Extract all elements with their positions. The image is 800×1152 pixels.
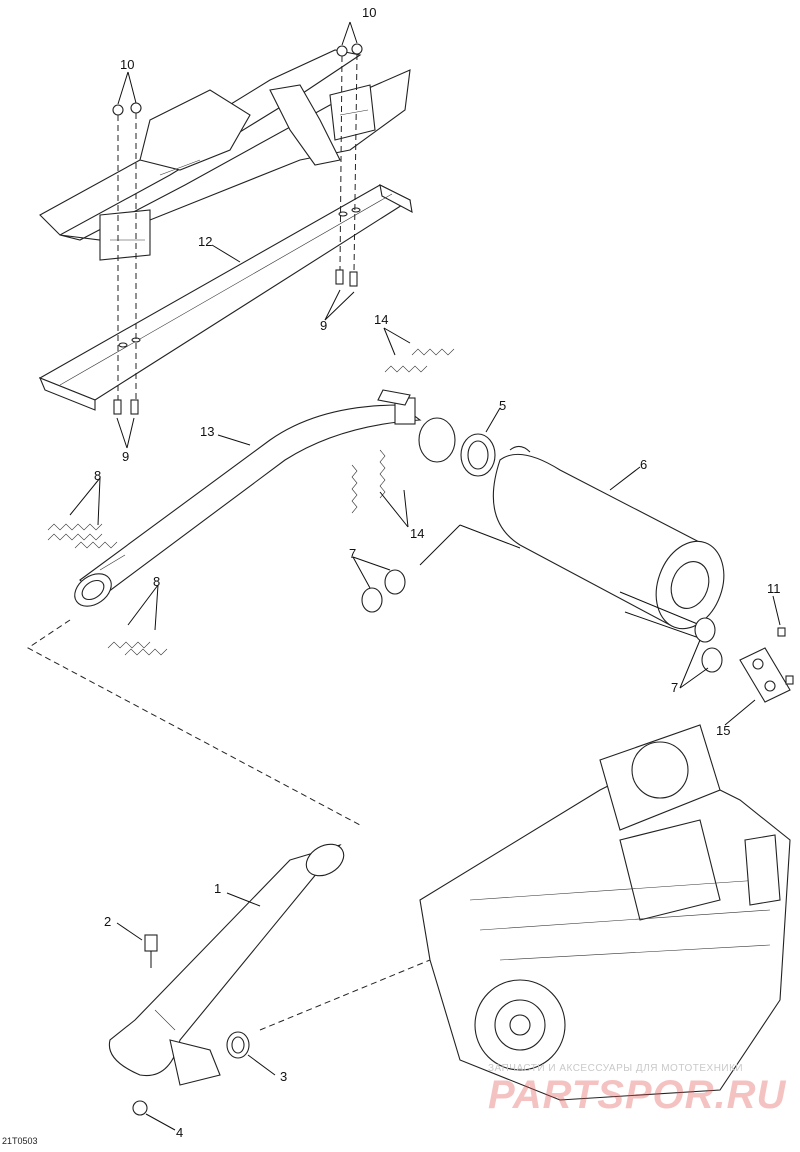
frame-assembly bbox=[39, 49, 411, 261]
drawing-code: 21T0503 bbox=[2, 1136, 38, 1146]
callout-15: 15 bbox=[716, 723, 730, 738]
callout-13: 13 bbox=[200, 424, 214, 439]
callout-12: 12 bbox=[198, 234, 212, 249]
bracket bbox=[739, 627, 794, 703]
callout-9b: 9 bbox=[122, 449, 129, 464]
watermark-tagline: ЗАПЧАСТИ И АКСЕССУАРЫ ДЛЯ МОТОТЕХНИКИ bbox=[488, 1063, 744, 1074]
heat-shield bbox=[38, 184, 413, 411]
watermark-logo-text: PARTSPOR.RU bbox=[488, 1073, 787, 1117]
callout-1: 1 bbox=[214, 881, 221, 896]
small-parts bbox=[132, 934, 250, 1116]
callout-11: 11 bbox=[767, 581, 781, 596]
callout-3: 3 bbox=[280, 1069, 287, 1084]
middle-pipe bbox=[74, 389, 422, 607]
callout-6: 6 bbox=[640, 457, 647, 472]
callout-8a: 8 bbox=[94, 468, 101, 483]
assembly-path-line bbox=[27, 619, 431, 1031]
callout-2: 2 bbox=[104, 914, 111, 929]
callout-14b: 14 bbox=[410, 526, 424, 541]
engine bbox=[419, 724, 791, 1101]
callout-14a: 14 bbox=[374, 312, 388, 327]
callout-10b: 10 bbox=[362, 5, 376, 20]
callout-8b: 8 bbox=[153, 574, 160, 589]
callout-4: 4 bbox=[176, 1125, 183, 1140]
muffler bbox=[419, 445, 725, 641]
callout-5: 5 bbox=[499, 398, 506, 413]
rubber-grommets bbox=[361, 569, 723, 673]
gasket-ring bbox=[418, 417, 496, 477]
callout-10a: 10 bbox=[120, 57, 134, 72]
leader-lines bbox=[69, 21, 781, 1131]
callout-7b: 7 bbox=[671, 680, 678, 695]
header-pipe bbox=[108, 843, 345, 1086]
callout-labels: 1 2 3 4 5 6 7 7 8 8 9 9 10 10 11 12 13 1… bbox=[94, 5, 781, 1140]
springs bbox=[47, 348, 455, 656]
callout-7a: 7 bbox=[349, 546, 356, 561]
callout-9a: 9 bbox=[320, 318, 327, 333]
fasteners bbox=[112, 43, 363, 415]
